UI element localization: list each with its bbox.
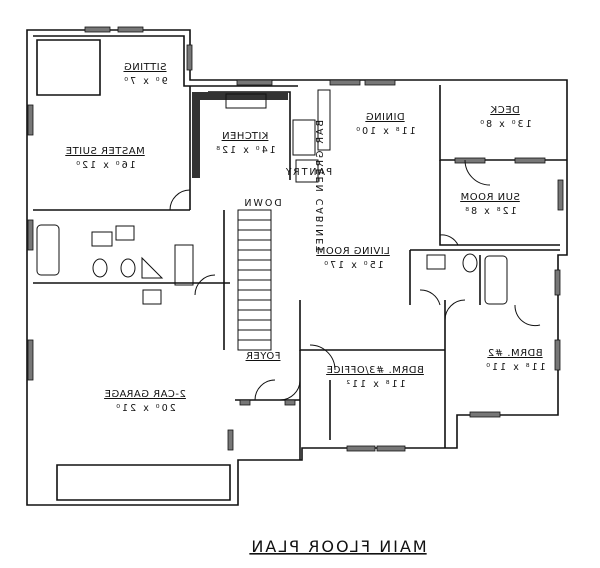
room-name: 2-CAR GARAGE bbox=[104, 389, 186, 400]
room-size: 11⁸ x 11⁰ bbox=[484, 362, 545, 373]
plan-title: MAIN FLOOR PLAN bbox=[249, 537, 426, 556]
room-name: DINING bbox=[365, 112, 404, 123]
room-name: FOYER bbox=[246, 351, 281, 362]
walls bbox=[26, 29, 568, 506]
room-name: BDRM. #2 bbox=[487, 348, 542, 359]
room-size: 20⁰ x 21⁰ bbox=[114, 403, 175, 414]
room-size: 13⁰ x 8⁰ bbox=[478, 119, 531, 130]
room-name: BDRM. #3/OFFICE bbox=[326, 365, 424, 376]
room-name: LIVING ROOM bbox=[316, 246, 390, 257]
stairs bbox=[237, 209, 272, 351]
room-labels: SITTING 9⁰ x 7⁰ MASTER SUITE 16⁰ x 12⁰ K… bbox=[65, 62, 545, 556]
room-size: 11⁸ x 10⁰ bbox=[354, 126, 415, 137]
room-size: 9⁰ x 7⁰ bbox=[122, 76, 167, 87]
room-size: 15⁰ x 17⁰ bbox=[322, 260, 383, 271]
windows bbox=[27, 26, 564, 452]
room-name: MASTER SUITE bbox=[65, 146, 144, 157]
room-name: KITCHEN bbox=[222, 131, 269, 142]
room-name: DECK bbox=[490, 105, 520, 116]
cabinet-label: BAR GREEN CABINET bbox=[315, 120, 326, 254]
stair-label: DOWN bbox=[242, 198, 281, 209]
room-size: 12⁸ x 8⁸ bbox=[463, 206, 516, 217]
room-size: 14⁰ x 12⁸ bbox=[214, 145, 275, 156]
room-name: SUN ROOM bbox=[460, 192, 520, 203]
pantry-label: PANTRY bbox=[284, 167, 332, 178]
room-name: SITTING bbox=[123, 62, 166, 73]
bath-fixtures bbox=[36, 224, 508, 305]
kitchen-counters bbox=[192, 89, 331, 183]
doors bbox=[169, 159, 541, 401]
room-size: 11⁸ x 11² bbox=[344, 379, 405, 390]
room-size: 16⁰ x 12⁰ bbox=[74, 160, 135, 171]
